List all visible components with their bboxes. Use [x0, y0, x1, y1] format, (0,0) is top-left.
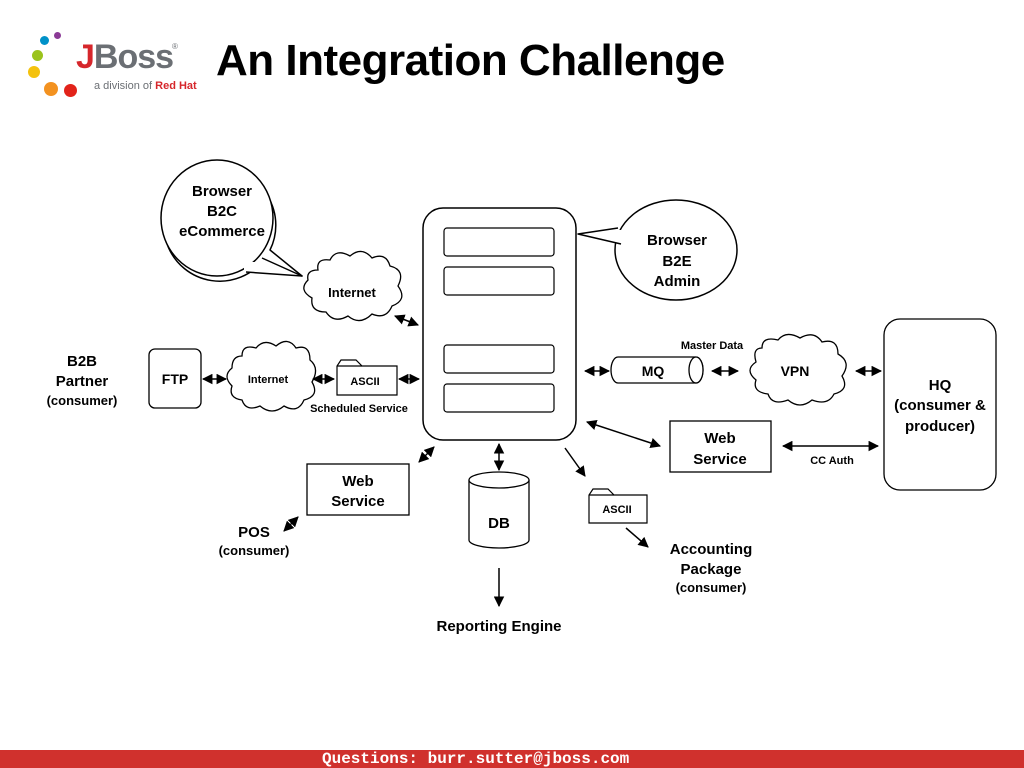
server-slot: [443, 383, 555, 413]
internet-cloud-left: Internet: [226, 340, 317, 412]
internet-left-label: Internet: [248, 374, 289, 386]
hq-line2: (consumer &: [894, 397, 986, 414]
accounting-line1: Accounting: [670, 541, 753, 558]
architecture-diagram: Browser B2C eCommerce Browser B2E Admin …: [47, 159, 997, 635]
browser-b2e-line2: B2E: [662, 253, 691, 270]
browser-b2e-line1: Browser: [647, 232, 707, 249]
server-slot: [443, 266, 555, 296]
hq-line1: HQ: [929, 377, 952, 394]
hq-line3: producer): [905, 418, 975, 435]
footer-bar: Questions: burr.sutter@jboss.com: [0, 750, 1024, 768]
logo-wordmark: JBoss: [76, 38, 174, 77]
logo-dot: [44, 82, 58, 96]
b2b-partner-line3: (consumer): [47, 393, 118, 408]
b2b-partner-line2: Partner: [56, 373, 109, 390]
ascii-left-label: ASCII: [350, 376, 379, 388]
connector-server-ascii: [564, 447, 586, 477]
ascii-file-bottom: ASCII: [588, 488, 648, 524]
vpn-label: VPN: [781, 363, 810, 379]
ascii-file-left: ASCII: [336, 359, 398, 396]
accounting-line2: Package: [681, 561, 742, 578]
browser-b2c-line1: Browser: [192, 183, 252, 200]
server-slot: [443, 344, 555, 374]
central-server: [422, 207, 577, 441]
internet-top-label: Internet: [328, 285, 376, 300]
logo-wordmark-rest: Boss: [93, 38, 174, 76]
logo-wordmark-initial: J: [76, 38, 95, 76]
logo-tagline-brand: Red Hat: [155, 80, 197, 92]
ftp-label: FTP: [162, 371, 188, 387]
web-service-right-line1: Web: [704, 430, 735, 447]
connector-server-webservice-right: [586, 419, 661, 449]
scheduled-service-label: Scheduled Service: [310, 403, 408, 415]
logo-tagline: a division of Red Hat: [94, 80, 197, 92]
reporting-engine-label: Reporting Engine: [437, 618, 562, 635]
internet-cloud-top: Internet: [303, 250, 403, 322]
logo-tagline-prefix: a division of: [94, 80, 156, 92]
connector-internet-server: [394, 314, 419, 327]
logo-registered-mark: ®: [172, 42, 178, 51]
logo-dot: [64, 84, 77, 97]
web-service-right-box: Web Service: [669, 420, 772, 473]
browser-b2e-line3: Admin: [654, 273, 701, 290]
db-cylinder: DB: [468, 471, 530, 549]
connector-server-webservice-left: [418, 446, 435, 463]
logo-dot: [28, 66, 40, 78]
mq-label: MQ: [642, 363, 665, 379]
b2b-partner-line1: B2B: [67, 353, 97, 370]
cc-auth-label: CC Auth: [810, 455, 854, 467]
ftp-box: FTP: [148, 348, 202, 409]
web-service-left-box: Web Service: [306, 463, 410, 516]
web-service-left-line2: Service: [331, 493, 384, 510]
vpn-cloud: VPN: [749, 333, 847, 406]
logo-dot: [32, 50, 43, 61]
pos-line1: POS: [238, 524, 270, 541]
hq-box: HQ (consumer & producer): [883, 318, 997, 491]
web-service-right-line2: Service: [693, 451, 746, 468]
ascii-bottom-label: ASCII: [602, 504, 631, 516]
jboss-logo: JBoss ® a division of Red Hat: [26, 26, 206, 106]
logo-dot: [40, 36, 49, 45]
page-title: An Integration Challenge: [216, 36, 725, 85]
db-label: DB: [488, 515, 510, 532]
connector-pos-webservice: [283, 516, 299, 532]
browser-b2c-line3: eCommerce: [179, 223, 265, 240]
mq-pipe: MQ: [610, 356, 704, 384]
connector-ascii-accounting: [625, 527, 649, 548]
accounting-line3: (consumer): [676, 580, 747, 595]
master-data-label: Master Data: [681, 340, 744, 352]
logo-dot: [54, 32, 61, 39]
footer-contact: Questions: burr.sutter@jboss.com: [322, 750, 630, 768]
browser-b2c-line2: B2C: [207, 203, 237, 220]
pos-line2: (consumer): [219, 543, 290, 558]
web-service-left-line1: Web: [342, 473, 373, 490]
server-slot: [443, 227, 555, 257]
browser-b2e-bubble: Browser B2E Admin: [577, 199, 738, 301]
browser-b2c-bubble: Browser B2C eCommerce: [160, 159, 303, 282]
